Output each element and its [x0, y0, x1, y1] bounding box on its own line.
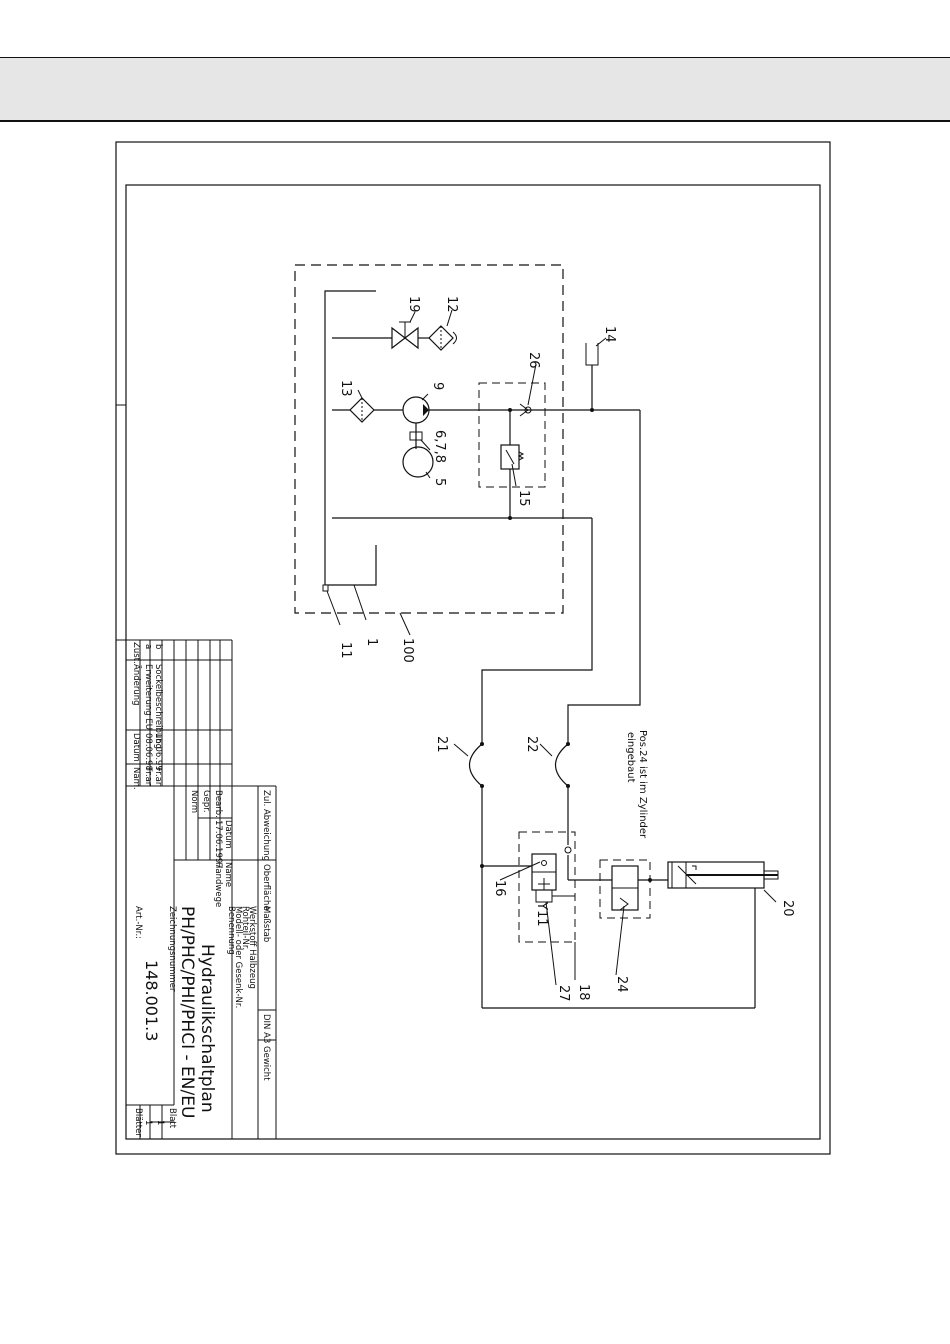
leader-lines: [326, 309, 777, 986]
label-14: 14: [602, 326, 617, 343]
junction: [508, 516, 512, 520]
label-22: 22: [524, 736, 539, 753]
tb-rohteil: Rohteil-Nr.: [240, 906, 250, 950]
label-678: 6,7,8: [432, 430, 447, 463]
tb-werkstoff: Werkstoff Halbzeug: [247, 906, 257, 989]
label-26: 26: [526, 352, 541, 369]
pump-9: [402, 396, 430, 424]
outer-frame: [115, 141, 831, 1155]
valve-block-boundary: [478, 382, 546, 488]
junction: [480, 864, 484, 868]
rev-a-mark: a: [143, 644, 153, 649]
tb-norm: Norm: [189, 790, 199, 813]
tb-blaetter: Blätter: [133, 1108, 143, 1137]
rev-a-name: Fr.an: [143, 767, 153, 787]
label-9: 9: [430, 382, 445, 390]
coupling-678: [409, 423, 423, 449]
tb-datum: Datum: [223, 820, 233, 849]
label-5: 5: [432, 478, 447, 486]
note-line-1: Pos.24 ist im Zylinder: [637, 730, 648, 839]
directional-valve-boundary: [518, 831, 576, 943]
label-24: 24: [614, 976, 629, 993]
rev-hdr-aenderung: Änderung: [131, 664, 142, 706]
tb-gepr: Gepr.: [201, 790, 211, 813]
hose-line-b: [567, 410, 641, 744]
pilot-valve-boundary: [599, 859, 651, 919]
drawing-number: 148.001.3: [142, 960, 161, 1041]
rev-hdr-zust: Zust.: [131, 642, 141, 664]
label-18: 18: [576, 984, 591, 1001]
tb-modell: Modell- oder Gesenk-Nr.: [233, 906, 243, 1008]
title-block-grid: [126, 639, 277, 1139]
tb-gewicht: Gewicht: [261, 1046, 271, 1081]
tb-benennung: Benennung: [226, 906, 236, 955]
title-line-2: PH/PHC/PHI/PHCI - EN/EU: [177, 906, 197, 1118]
title-line-1: Hydraulikschaltplan: [197, 944, 217, 1113]
quick-coupling-22: [554, 742, 570, 788]
junction: [648, 878, 652, 882]
label-19: 19: [406, 296, 421, 313]
tb-massstab: Maßstab: [261, 906, 271, 942]
tb-bearb: Bearb.: [213, 790, 223, 818]
note-line-2: eingebaut: [625, 732, 636, 783]
rev-hdr-name: Nam.: [131, 767, 141, 790]
tb-din-a3: DIN A3: [261, 1014, 271, 1043]
label-27: 27: [556, 985, 571, 1002]
tb-zeichnungsnummer: Zeichnungsnummer: [167, 906, 177, 992]
motor-5: [402, 446, 434, 478]
solenoid-label: Y11: [534, 901, 549, 926]
tb-blaetter-val: 1: [143, 1120, 153, 1125]
tank: [324, 290, 377, 586]
gauge-port-14: [585, 343, 599, 412]
check-valve-26: [519, 403, 532, 417]
rev-b-date: 16.06.99: [153, 733, 163, 771]
tb-blatt-val: 1: [155, 1120, 165, 1125]
rev-b-mark: b: [153, 644, 163, 649]
hose-line-a: [481, 518, 593, 744]
tb-blatt: Blatt: [167, 1108, 177, 1129]
rev-b-text: Sockelbeschreibung: [153, 664, 163, 749]
label-20: 20: [780, 900, 795, 917]
label-13: 13: [338, 380, 353, 397]
pilot-check-valve-24: [611, 865, 639, 911]
filter-13: [349, 397, 375, 423]
tb-art-nr: Art.-Nr.:: [133, 906, 143, 939]
filter-12: [428, 325, 457, 351]
quick-coupling-21: [468, 742, 484, 788]
label-11: 11: [338, 642, 353, 659]
header-band: [0, 57, 950, 122]
tb-bearb-name: Handwege: [213, 862, 223, 907]
shutoff-valve-19: [391, 321, 419, 350]
rev-b-name: Fr.an: [153, 767, 163, 787]
label-21: 21: [434, 736, 449, 753]
tb-bearb-datum: 17.06.1997: [213, 820, 223, 869]
tb-name: Name: [223, 862, 233, 887]
inner-frame: [125, 184, 821, 1140]
tb-zul-abweichung: Zul. Abweichung: [261, 790, 271, 861]
rev-a-date: 08.06.98: [143, 733, 153, 771]
rev-hdr-datum: Datum: [131, 733, 141, 762]
tank-drain: [322, 584, 329, 592]
label-15: 15: [516, 490, 531, 507]
label-1: 1: [364, 638, 379, 646]
rev-a-text: Erweiterung EU: [143, 664, 153, 730]
power-unit-boundary: [294, 264, 564, 614]
check-point: [564, 846, 572, 854]
label-12: 12: [444, 296, 459, 313]
label-16: 16: [492, 880, 507, 897]
label-100: 100: [400, 638, 415, 663]
solenoid-valve-16: [531, 853, 575, 903]
cylinder-20: [667, 861, 779, 889]
tb-oberflaeche: Oberfläche: [261, 864, 271, 911]
